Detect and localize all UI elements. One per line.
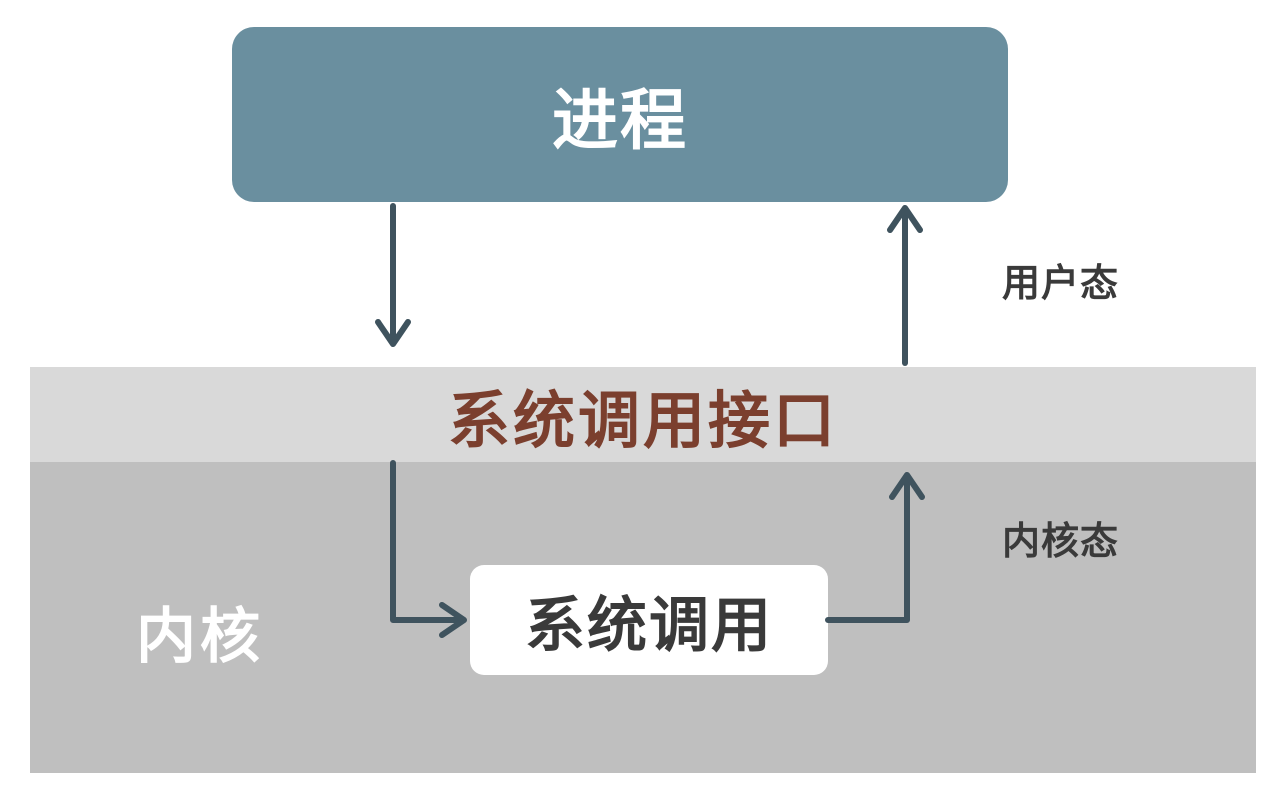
- kernel-mode-label: 内核态: [1002, 519, 1120, 563]
- kernel-label: 内核: [136, 602, 264, 672]
- process-box: 进程: [232, 27, 1008, 202]
- result-arrow-icon: [889, 472, 925, 500]
- result-arrow-line: [825, 475, 910, 623]
- syscall-box: 系统调用: [470, 565, 828, 675]
- user-mode-label: 用户态: [1002, 261, 1120, 305]
- return-arrow-icon: [887, 205, 923, 233]
- syscall-interface-band: 系统调用接口: [30, 367, 1256, 462]
- process-label: 进程: [552, 81, 688, 159]
- syscall-label: 系统调用: [525, 590, 773, 661]
- dispatch-arrow-line: [390, 460, 465, 623]
- dispatch-arrow-icon: [439, 602, 467, 638]
- syscall-interface-label: 系统调用接口: [447, 383, 838, 457]
- down-arrow-icon: [375, 319, 411, 347]
